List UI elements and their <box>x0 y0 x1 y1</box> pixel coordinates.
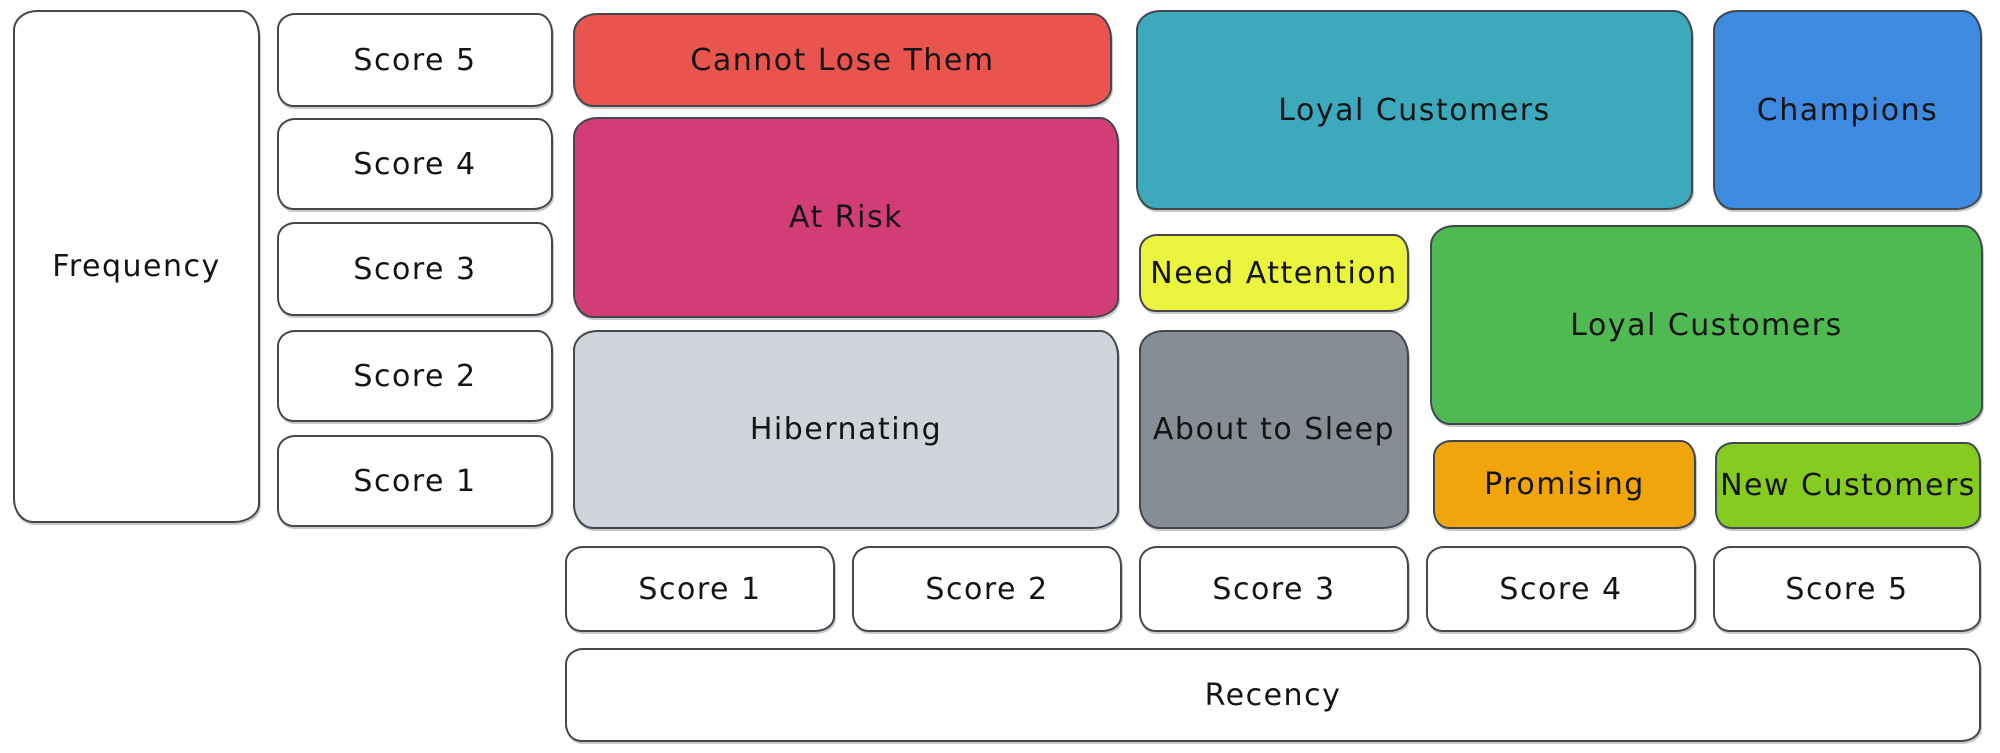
recency-score-4: Score 4 <box>1426 546 1696 632</box>
segment-loyal-customers-lower: Loyal Customers <box>1430 225 1983 425</box>
frequency-score-4: Score 4 <box>277 118 553 210</box>
segment-at-risk-label: At Risk <box>789 200 903 235</box>
recency-axis-text: Recency <box>1204 677 1342 713</box>
segment-need-attention: Need Attention <box>1139 234 1409 312</box>
frequency-score-1: Score 1 <box>277 435 553 527</box>
recency-score-5: Score 5 <box>1713 546 1981 632</box>
segment-at-risk: At Risk <box>573 117 1119 318</box>
recency-score-4-text: Score 4 <box>1499 571 1623 607</box>
segment-new-customers: New Customers <box>1715 442 1981 529</box>
recency-score-1-text: Score 1 <box>638 571 762 607</box>
segment-loyal-customers-upper: Loyal Customers <box>1136 10 1693 210</box>
recency-score-1: Score 1 <box>565 546 835 632</box>
frequency-score-2: Score 2 <box>277 330 553 422</box>
recency-axis-label: Recency <box>565 648 1981 742</box>
recency-score-5-text: Score 5 <box>1785 571 1909 607</box>
segment-champions-label: Champions <box>1756 92 1939 128</box>
frequency-axis-text: Frequency <box>52 249 221 284</box>
segment-need-attention-label: Need Attention <box>1150 255 1398 291</box>
recency-score-3: Score 3 <box>1139 546 1409 632</box>
segment-loyal-customers-lower-label: Loyal Customers <box>1570 307 1843 343</box>
segment-hibernating: Hibernating <box>573 330 1119 529</box>
recency-score-3-text: Score 3 <box>1212 571 1336 607</box>
frequency-score-3-text: Score 3 <box>353 251 477 287</box>
frequency-score-4-text: Score 4 <box>353 146 477 182</box>
segment-champions: Champions <box>1713 10 1982 210</box>
segment-about-to-sleep-label: About to Sleep <box>1152 412 1396 447</box>
segment-cannot-lose-them-label: Cannot Lose Them <box>690 42 995 78</box>
frequency-score-5-text: Score 5 <box>353 42 477 78</box>
segment-about-to-sleep: About to Sleep <box>1139 330 1409 529</box>
segment-hibernating-label: Hibernating <box>749 412 943 447</box>
frequency-score-1-text: Score 1 <box>353 463 477 499</box>
segment-new-customers-label: New Customers <box>1720 468 1976 503</box>
frequency-score-3: Score 3 <box>277 222 553 316</box>
frequency-score-2-text: Score 2 <box>353 358 477 394</box>
segment-cannot-lose-them: Cannot Lose Them <box>573 13 1112 107</box>
segment-loyal-customers-upper-label: Loyal Customers <box>1278 92 1551 128</box>
frequency-axis-label: Frequency <box>13 10 260 523</box>
segment-promising-label: Promising <box>1484 467 1645 502</box>
segment-promising: Promising <box>1433 440 1696 529</box>
frequency-score-5: Score 5 <box>277 13 553 107</box>
recency-score-2-text: Score 2 <box>925 571 1049 607</box>
recency-score-2: Score 2 <box>852 546 1122 632</box>
